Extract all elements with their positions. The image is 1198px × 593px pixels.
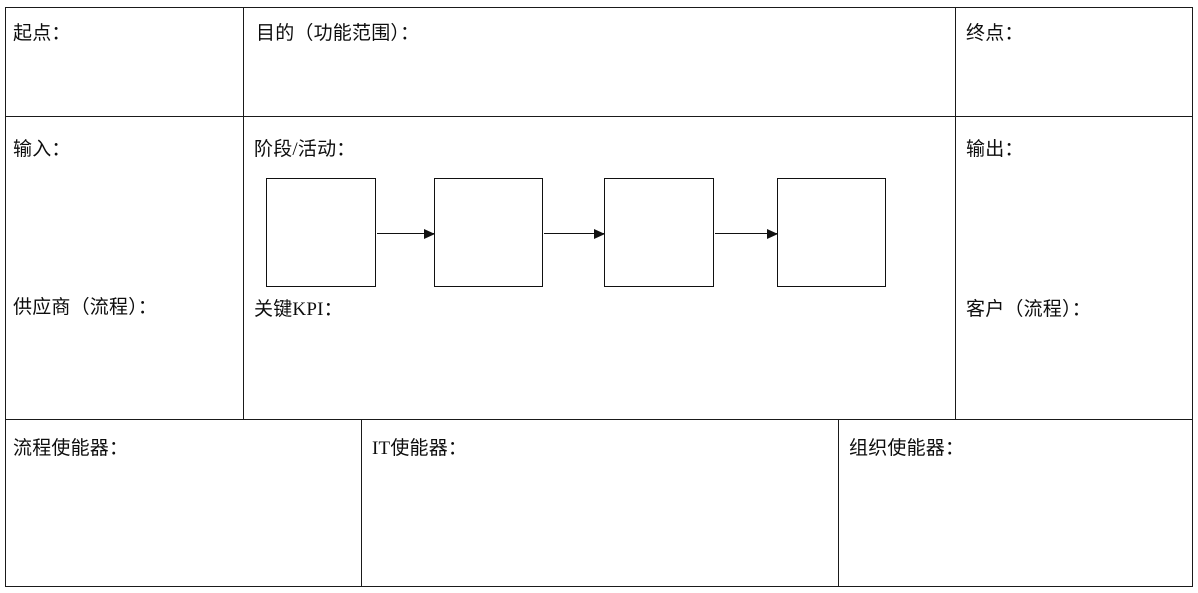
process-enabler-label: 流程使能器： — [13, 438, 129, 459]
bottom-divider-1 — [361, 419, 362, 587]
stages-label: 阶段/活动： — [254, 139, 356, 160]
input-label: 输入： — [13, 139, 71, 160]
column-divider-right — [955, 7, 956, 419]
end-label: 终点： — [966, 23, 1024, 44]
stage-box-3[interactable] — [604, 178, 714, 287]
cell-kpi[interactable] — [245, 290, 955, 418]
column-divider-left — [243, 7, 244, 419]
table-outer-border — [5, 7, 1193, 587]
customer-label: 客户（流程）： — [966, 299, 1091, 320]
arrow-2-to-3-icon — [544, 229, 605, 239]
kpi-label: 关键KPI： — [254, 299, 343, 320]
bottom-divider-2 — [838, 419, 839, 587]
stage-box-1[interactable] — [266, 178, 376, 287]
trigger-label: 起点： — [13, 23, 71, 44]
purpose-label: 目的（功能范围）： — [256, 23, 420, 44]
supplier-label: 供应商（流程）： — [13, 297, 158, 318]
it-enabler-label: IT使能器： — [372, 438, 468, 459]
arrow-1-to-2-icon — [377, 229, 435, 239]
row-divider-top — [5, 116, 1193, 117]
output-label: 输出： — [966, 139, 1024, 160]
arrow-3-to-4-icon — [715, 229, 778, 239]
row-divider-bottom — [5, 419, 1193, 420]
org-enabler-label: 组织使能器： — [849, 438, 965, 459]
stage-box-2[interactable] — [434, 178, 543, 287]
stage-box-4[interactable] — [777, 178, 886, 287]
